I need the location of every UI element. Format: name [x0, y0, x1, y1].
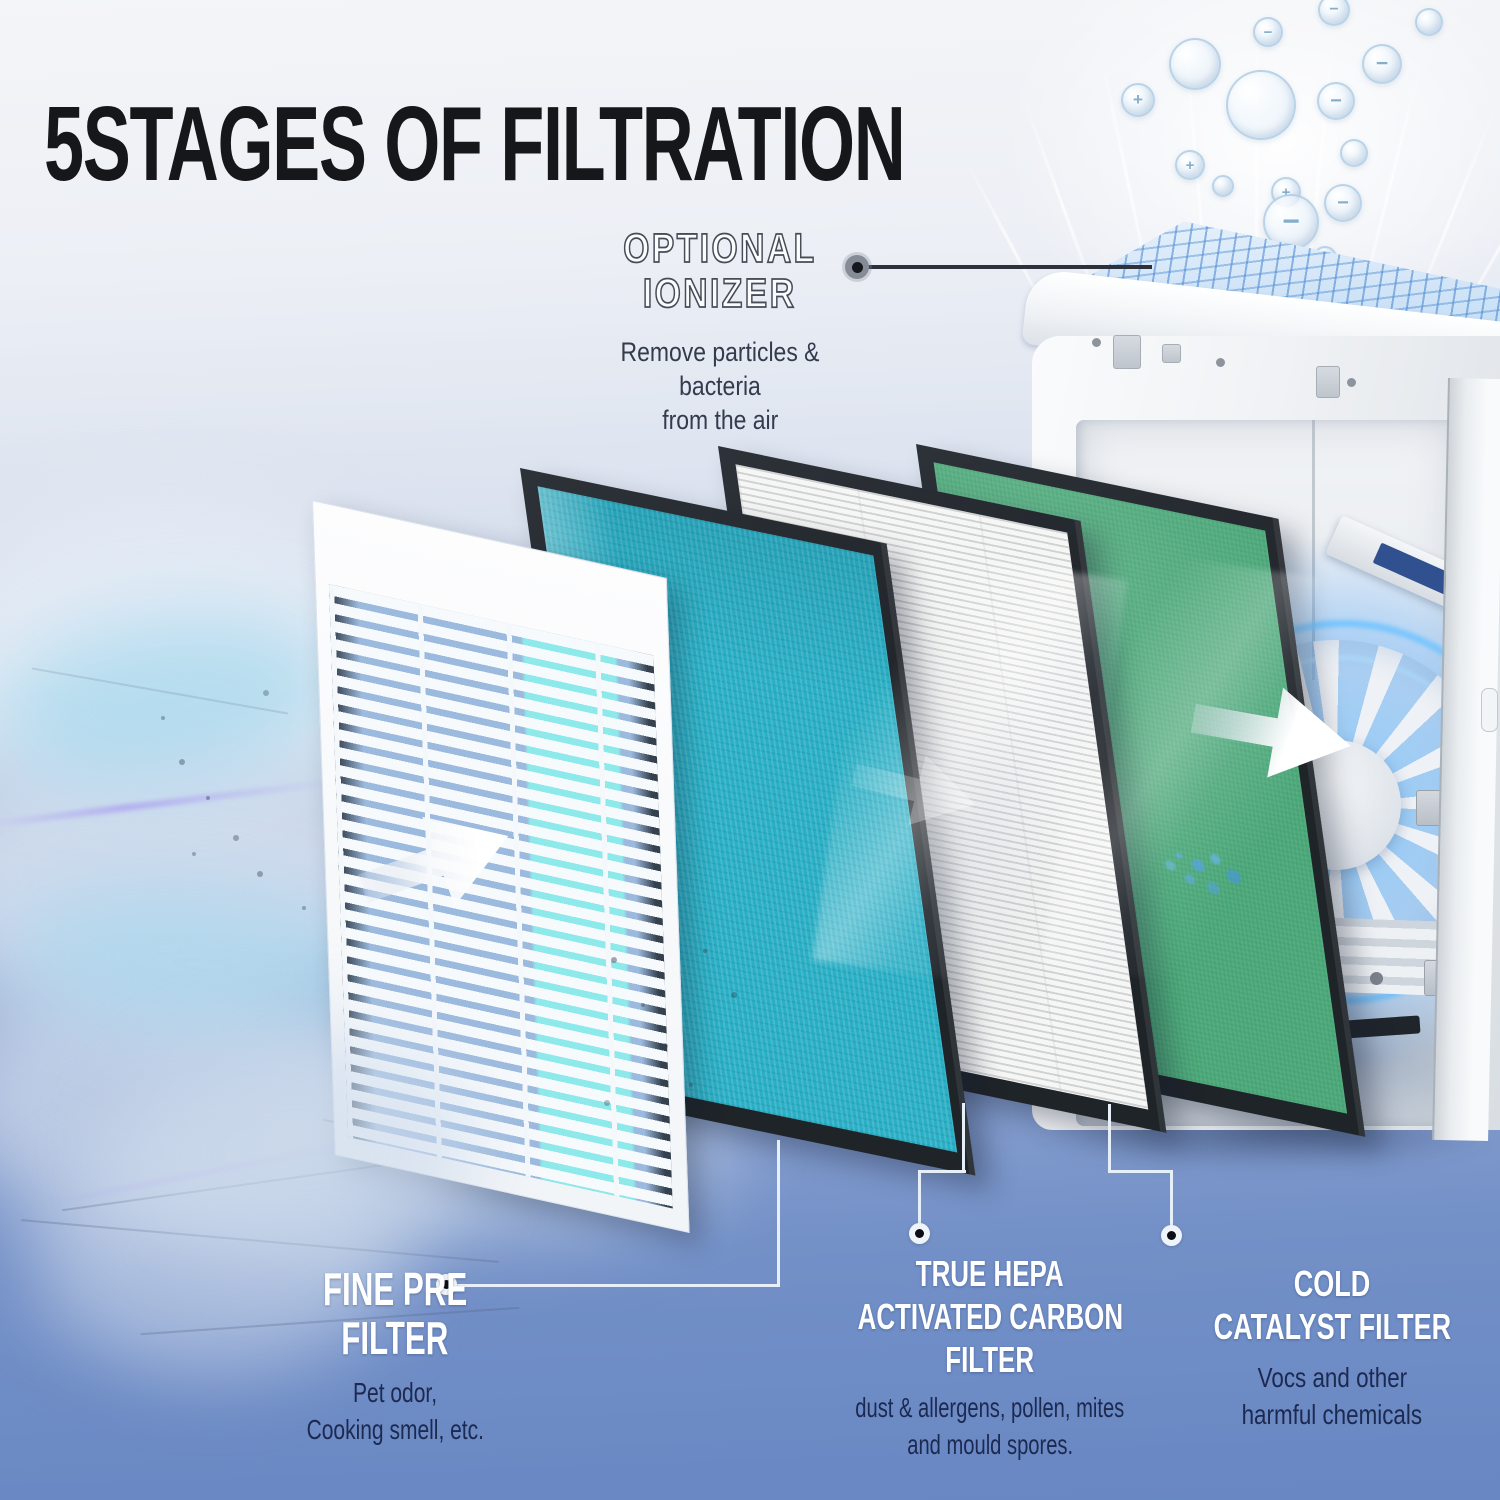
ion-bubble: − — [1253, 17, 1283, 47]
ion-bubble — [1226, 70, 1296, 140]
dot-center — [1167, 1231, 1176, 1240]
hepa-leader-line — [962, 1103, 965, 1173]
cold-catalyst-title: COLD CATALYST FILTER — [1213, 1263, 1451, 1348]
cold-leader-line — [1170, 1172, 1173, 1236]
dust-specks — [0, 0, 4, 4]
dot-center — [915, 1229, 924, 1238]
ion-charge-sign: − — [1282, 205, 1300, 238]
ion-charge-sign: − — [1375, 52, 1389, 75]
screw-icon — [1370, 972, 1383, 985]
ion-charge-sign: + — [1185, 156, 1195, 174]
page-title: 5STAGES OF FILTRATION — [44, 85, 906, 203]
dot-center — [442, 1280, 451, 1289]
hepa-filter-label: TRUE HEPA ACTIVATED CARBON FILTER dust &… — [800, 1252, 1180, 1463]
purifier-hardware — [1113, 335, 1141, 369]
pre-filter-leader-line — [447, 1284, 779, 1287]
cold-leader-line — [1108, 1104, 1111, 1173]
purifier-hardware — [1162, 344, 1181, 363]
ion-bubble — [1169, 38, 1221, 90]
hepa-leader-line — [918, 1172, 921, 1234]
cold-catalyst-description: Vocs and other harmful chemicals — [1241, 1362, 1423, 1431]
ionizer-label: OPTIONAL IONIZER Remove particles & bact… — [560, 225, 880, 437]
purifier-hardware — [1316, 366, 1340, 398]
screw-icon — [1216, 358, 1225, 367]
ion-bubble: − — [1318, 0, 1350, 26]
ion-bubble: − — [1317, 82, 1355, 120]
hepa-leader-dot — [909, 1223, 930, 1244]
ionizer-description: Remove particles & bacteria from the air — [620, 337, 820, 435]
ion-bubble: − — [1324, 184, 1362, 222]
ion-charge-sign: + — [1281, 183, 1291, 201]
ion-charge-sign: − — [1337, 191, 1349, 214]
cold-catalyst-label: COLD CATALYST FILTER Vocs and other harm… — [1142, 1262, 1500, 1434]
ion-bubble: + — [1121, 83, 1155, 117]
ion-bubble: − — [1362, 44, 1402, 84]
pre-filter-label: FINE PRE FILTER Pet odor, Cooking smell,… — [215, 1263, 575, 1449]
ion-bubble — [1340, 139, 1368, 167]
screw-icon — [1347, 378, 1356, 387]
cold-leader-line — [1110, 1170, 1173, 1173]
ion-charge-sign: − — [1263, 23, 1273, 41]
hepa-leader-line — [918, 1170, 966, 1173]
ion-bubble: + — [1175, 150, 1205, 180]
smoke-front — [120, 1030, 480, 1270]
pre-filter-title: FINE PRE FILTER — [322, 1263, 468, 1365]
ion-bubble — [1212, 175, 1234, 197]
screw-icon — [1092, 338, 1101, 347]
ionizer-leader-line — [866, 265, 1152, 269]
pre-filter-description: Pet odor, Cooking smell, etc. — [306, 1377, 484, 1446]
hepa-filter-description: dust & allergens, pollen, mites and moul… — [855, 1391, 1125, 1460]
ion-charge-sign: − — [1329, 1, 1339, 18]
hepa-filter-title: TRUE HEPA ACTIVATED CARBON FILTER — [857, 1253, 1123, 1381]
ion-charge-sign: − — [1330, 89, 1342, 112]
pre-filter-leader-dot — [436, 1274, 457, 1295]
light-ray — [1255, 10, 1258, 340]
ion-charge-sign: + — [1133, 90, 1143, 109]
door-latch — [1481, 688, 1498, 732]
cold-leader-dot — [1161, 1225, 1182, 1246]
ionizer-leader-dot — [845, 255, 869, 279]
ionizer-light-rays — [966, 0, 1500, 341]
dot-center — [851, 261, 863, 273]
pre-filter-leader-line — [777, 1140, 780, 1287]
ion-bubble — [1415, 8, 1443, 36]
ionizer-title: OPTIONAL IONIZER — [623, 225, 817, 317]
